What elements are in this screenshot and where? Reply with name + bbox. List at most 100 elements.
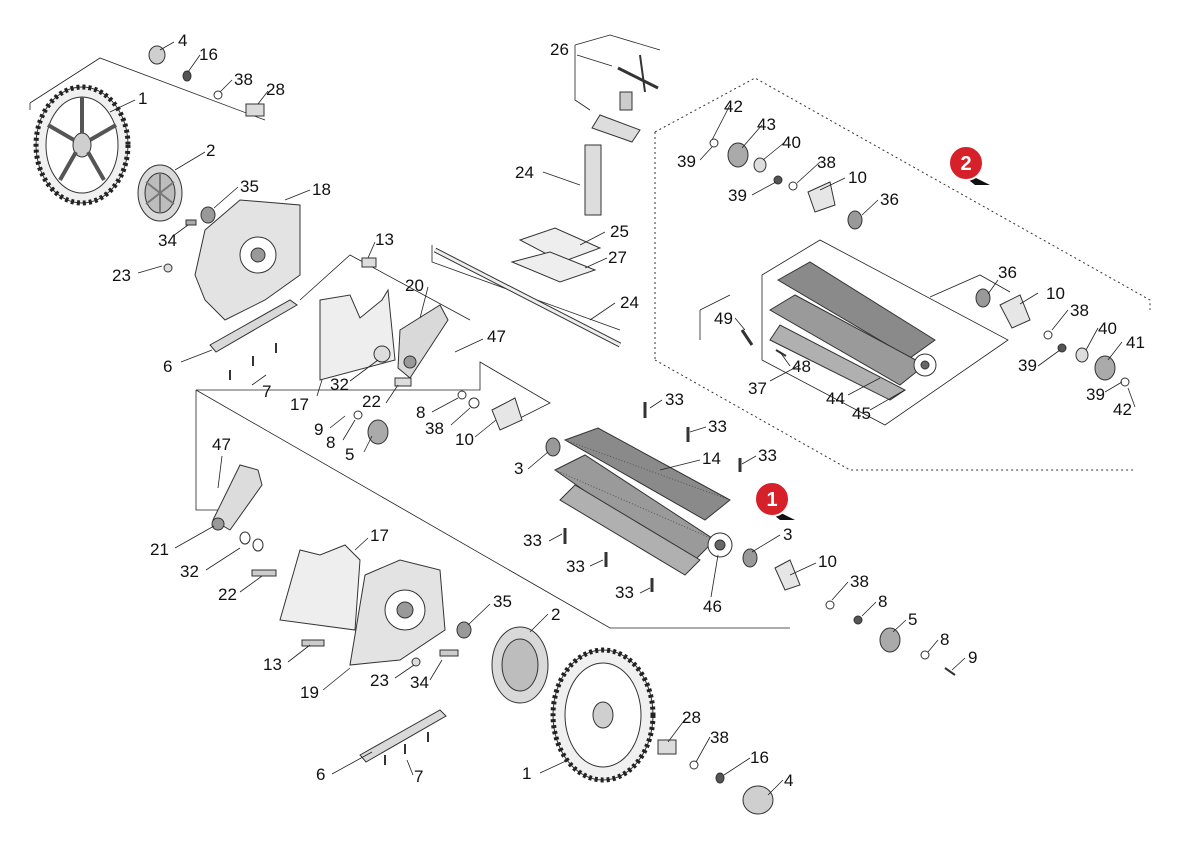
part-number-label: 22 [218,585,237,604]
part-number-label: 17 [370,526,389,545]
cover-17-top [319,257,412,387]
gear-5-right [774,559,956,676]
part-number-label: 41 [1126,333,1145,352]
part-number-label: 8 [416,403,425,422]
arm-20 [397,304,449,379]
part-number-label: 28 [682,708,701,727]
part-number-label: 8 [878,592,887,611]
part-number-label: 5 [345,445,354,464]
part-number-label: 4 [178,31,187,50]
housing-18 [194,199,301,321]
part-number-label: 49 [714,309,733,328]
part-number-label: 32 [180,562,199,581]
part-number-label: 26 [550,40,569,59]
part-number-label: 24 [515,163,534,182]
part-number-label: 33 [758,446,777,465]
small-parts-top-left [148,45,265,273]
part-number-label: 14 [702,449,721,468]
leader-lines [109,41,1136,796]
part-number-label: 8 [326,433,335,452]
part-number-label: 33 [566,557,585,576]
inset-outline-2 [654,77,1151,471]
part-number-label: 35 [493,592,512,611]
part-labels: 4 16 38 28 1 2 35 18 34 23 13 20 47 6 7 … [112,31,1145,790]
part-number-label: 48 [792,357,811,376]
part-number-label: 38 [234,70,253,89]
part-number-label: 38 [425,419,444,438]
group-outlines [29,34,1011,629]
part-number-label: 23 [112,266,131,285]
inset-small-parts [709,138,1130,387]
part-number-label: 40 [1098,319,1117,338]
part-number-label: 39 [677,152,696,171]
part-number-label: 16 [199,45,218,64]
bracket-6-bottom [359,709,447,765]
part-number-label: 47 [487,327,506,346]
part-number-label: 16 [750,748,769,767]
part-number-label: 1 [522,764,531,783]
part-number-label: 18 [312,180,331,199]
part-number-label: 19 [300,683,319,702]
badge-1-number: 1 [766,489,777,511]
part-number-label: 34 [410,673,429,692]
part-number-label: 7 [414,767,423,786]
part-number-label: 2 [206,141,215,160]
hub-cap-front [411,621,549,704]
part-number-label: 3 [783,525,792,544]
part-number-label: 33 [523,531,542,550]
part-number-label: 13 [375,230,394,249]
part-number-label: 10 [455,430,474,449]
arm-21 [211,464,264,552]
part-number-label: 46 [703,597,722,616]
center-shaft [433,54,659,348]
part-number-label: 9 [314,420,323,439]
part-number-label: 36 [880,190,899,209]
part-number-label: 10 [848,168,867,187]
hub-cap-rear [137,164,183,222]
wheel-front [550,647,774,815]
part-number-label: 23 [370,671,389,690]
part-number-label: 37 [748,379,767,398]
part-number-label: 27 [608,248,627,267]
part-number-label: 32 [330,375,349,394]
part-number-label: 33 [665,390,684,409]
part-number-label: 47 [212,435,231,454]
assembly-badge-2: 2 [948,145,990,185]
part-number-label: 7 [262,382,271,401]
badge-2-number: 2 [960,153,971,175]
cover-17-bottom [251,544,361,631]
part-number-label: 17 [290,395,309,414]
part-number-label: 6 [163,357,172,376]
brush-14 [545,402,758,592]
part-number-label: 6 [316,765,325,784]
part-number-label: 9 [968,648,977,667]
part-number-label: 38 [710,728,729,747]
housing-19 [301,559,446,666]
part-number-label: 28 [266,80,285,99]
part-number-label: 42 [1113,400,1132,419]
brush-44 [740,261,937,401]
part-number-label: 35 [240,177,259,196]
part-number-label: 10 [818,552,837,571]
gear-5-top [353,390,480,445]
part-number-label: 33 [615,583,634,602]
part-number-label: 39 [1086,385,1105,404]
part-number-label: 13 [263,655,282,674]
part-number-label: 2 [551,605,560,624]
part-number-label: 33 [708,417,727,436]
part-number-label: 39 [728,186,747,205]
bracket-6-top [209,299,298,380]
part-number-label: 40 [782,133,801,152]
part-number-label: 36 [998,263,1017,282]
wheel-rear [33,84,131,206]
part-number-label: 24 [620,293,639,312]
part-number-label: 42 [724,97,743,116]
part-number-label: 21 [150,540,169,559]
part-number-label: 45 [852,404,871,423]
part-number-label: 38 [817,153,836,172]
part-number-label: 38 [1070,301,1089,320]
assembly-badge-1: 1 [754,481,795,520]
part-number-label: 5 [908,610,917,629]
part-number-label: 3 [514,459,523,478]
